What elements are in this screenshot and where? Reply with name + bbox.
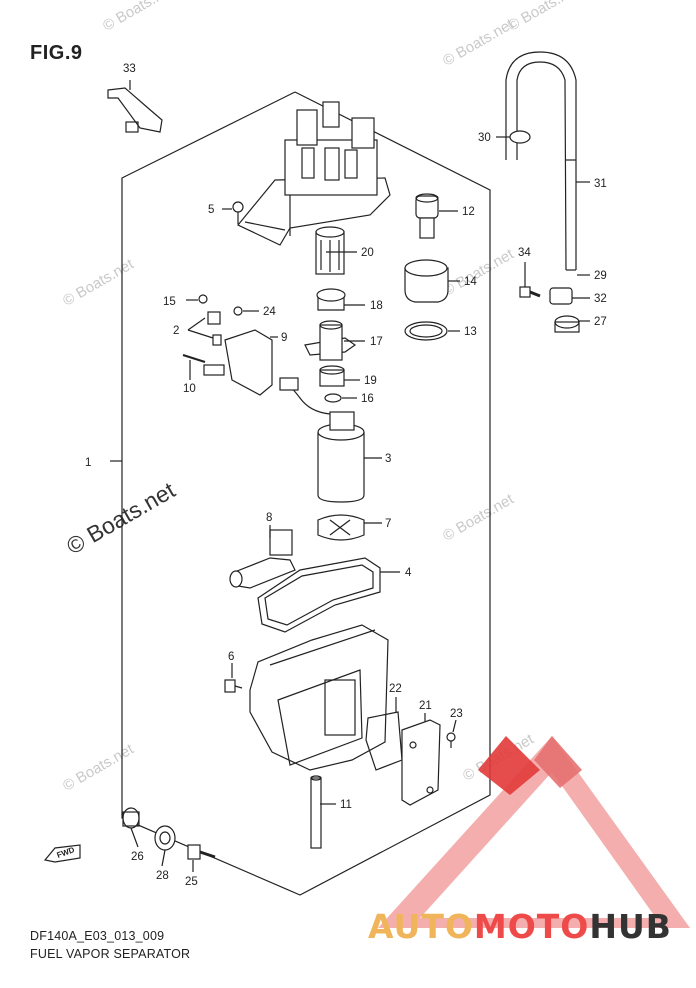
callout-24: 24 xyxy=(263,306,276,318)
callout-3: 3 xyxy=(385,453,391,465)
cover-9 xyxy=(224,329,273,396)
clamp-30 xyxy=(509,130,531,144)
bolt-6 xyxy=(224,679,243,693)
fitting-24 xyxy=(233,306,243,316)
seal-19 xyxy=(319,365,345,387)
callout-34: 34 xyxy=(518,247,531,259)
diagram-name: FUEL VAPOR SEPARATOR xyxy=(30,947,191,961)
callout-15: 15 xyxy=(163,296,176,308)
screw-23 xyxy=(446,732,456,748)
callout-22: 22 xyxy=(389,683,402,695)
callout-33: 33 xyxy=(123,63,136,75)
callout-1: 1 xyxy=(85,457,91,469)
bracket-17 xyxy=(304,320,357,361)
gasket-4 xyxy=(257,557,381,633)
callout-31: 31 xyxy=(594,178,607,190)
brand-part-3: HUB xyxy=(589,907,672,946)
callout-29: 29 xyxy=(594,270,607,282)
callout-32: 32 xyxy=(594,293,607,305)
callout-labels: 1 2 3 4 5 6 7 8 9 10 11 12 13 14 15 16 1… xyxy=(56,63,607,888)
callout-25: 25 xyxy=(185,876,198,888)
callout-2: 2 xyxy=(173,325,179,337)
pin-10 xyxy=(182,354,206,363)
strainer-8 xyxy=(229,529,296,589)
filter-20 xyxy=(315,226,345,275)
fuel-pump-3 xyxy=(317,411,365,503)
callout-4: 4 xyxy=(405,567,412,579)
callout-8: 8 xyxy=(266,512,272,524)
bolt-34 xyxy=(519,286,541,298)
pump-cover xyxy=(237,101,391,246)
plate-21 xyxy=(401,719,441,806)
callout-5: 5 xyxy=(208,204,214,216)
callout-14: 14 xyxy=(464,276,477,288)
callout-7: 7 xyxy=(385,518,391,530)
cap-14 xyxy=(404,259,449,303)
clip-33 xyxy=(107,87,163,133)
valve-12 xyxy=(415,193,439,239)
plate-7 xyxy=(317,514,365,541)
holder-18 xyxy=(316,288,346,311)
diagram-code: DF140A_E03_013_009 xyxy=(30,929,165,943)
automotohub-logo-mark xyxy=(378,736,690,928)
screw-5 xyxy=(232,201,244,224)
callout-10: 10 xyxy=(183,383,196,395)
fitting-2 xyxy=(207,311,221,325)
brand-logo-text: AUTOMOTOHUB xyxy=(368,907,672,946)
fitting-15 xyxy=(198,294,208,304)
callout-28: 28 xyxy=(156,870,169,882)
bolt-25 xyxy=(187,844,216,860)
callout-6: 6 xyxy=(228,651,234,663)
callout-18: 18 xyxy=(370,300,383,312)
o-ring-13 xyxy=(404,321,448,341)
callout-26: 26 xyxy=(131,851,144,863)
callout-27: 27 xyxy=(594,316,607,328)
callout-17: 17 xyxy=(370,336,383,348)
callout-12: 12 xyxy=(462,206,475,218)
fwd-arrow xyxy=(43,844,81,863)
callout-16: 16 xyxy=(361,393,374,405)
callout-23: 23 xyxy=(450,708,463,720)
hose-31 xyxy=(516,61,567,271)
callout-13: 13 xyxy=(464,326,477,338)
ring-16 xyxy=(324,393,342,403)
callout-19: 19 xyxy=(364,375,377,387)
callout-20: 20 xyxy=(361,247,374,259)
gasket-22 xyxy=(365,711,403,771)
callout-9: 9 xyxy=(281,332,287,344)
brand-part-1: AUTO xyxy=(368,907,474,946)
clamp-32 xyxy=(549,287,573,305)
separator-body xyxy=(249,624,389,771)
callout-11: 11 xyxy=(340,799,352,811)
pipe-11 xyxy=(310,775,322,849)
grommet-27 xyxy=(554,315,580,333)
callout-30: 30 xyxy=(478,132,491,144)
assembly-bracket-1 xyxy=(121,91,491,896)
grommet-26 xyxy=(122,807,140,829)
callout-21: 21 xyxy=(419,700,432,712)
brand-part-2: MOTO xyxy=(473,907,590,946)
figure-title: FIG.9 xyxy=(30,42,83,64)
bushing-28 xyxy=(154,825,176,851)
